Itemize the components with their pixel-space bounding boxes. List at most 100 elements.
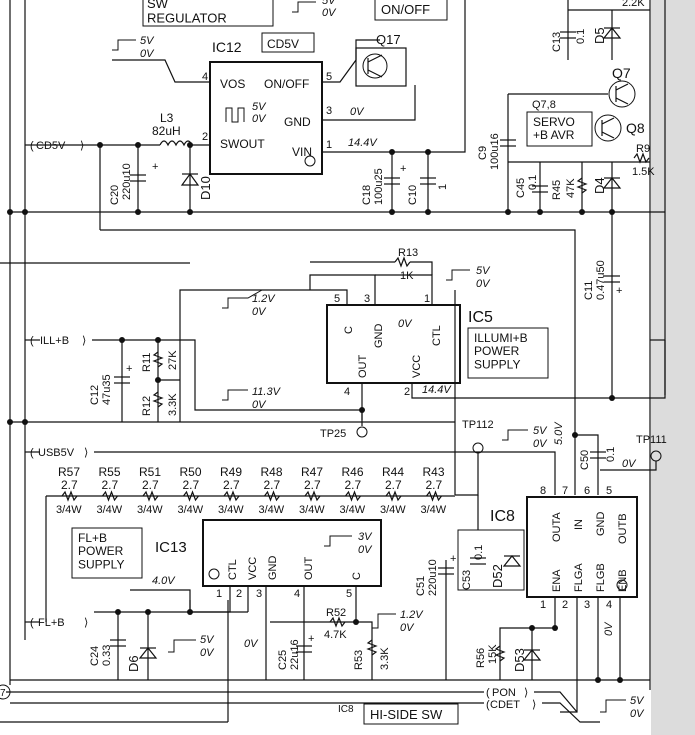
cd5v-connector: ( CD5V ⟩	[25, 140, 84, 152]
d10-ref: D10	[198, 176, 213, 200]
c51-value: 220u10	[427, 559, 439, 596]
tp25-label: TP25	[320, 428, 346, 440]
hi-side-sw-label: IC8 HI-SIDE SW	[338, 703, 459, 725]
r-top-value: 2.2K	[622, 0, 645, 9]
ic12-pin2-num: 2	[202, 131, 208, 143]
r53-resistor: R53 3.3K	[353, 639, 391, 670]
ic13-ctl-high-voltage: 5V	[200, 634, 215, 646]
svg-text:+: +	[126, 363, 132, 375]
d4-diode: D4	[592, 162, 622, 212]
on-off-label: ON/OFF	[374, 0, 448, 21]
margin-band	[651, 0, 695, 735]
cd5v-tag-text: CD5V	[267, 37, 299, 51]
svg-text:(: (	[30, 447, 34, 459]
d4-ref: D4	[592, 177, 607, 194]
vos-low-voltage: 0V	[140, 48, 155, 60]
resistor-value: 2.7	[61, 478, 78, 492]
c45-value: 0.1	[527, 175, 539, 190]
r12-value: 3.3K	[167, 393, 179, 416]
svg-text:(: (	[30, 335, 34, 347]
resistor-rating: 3/4W	[56, 504, 82, 516]
r56-resistor: R56 15K	[475, 644, 506, 668]
c25-value: 22u16	[289, 639, 301, 670]
ic12-pin1-num: 1	[326, 139, 332, 151]
r53-value: 3.3K	[379, 647, 391, 670]
resistor-ref: R48	[261, 465, 283, 479]
ic12-pin-onoff: ON/OFF	[264, 77, 309, 91]
ic5-pin-vcc: VCC	[411, 355, 423, 378]
resistor-rating: 3/4W	[299, 504, 325, 516]
cdet-connector: ( CDET ⟩	[10, 699, 600, 723]
ic5-ctl-low-voltage: 0V	[476, 278, 491, 290]
swout-low-voltage: 0V	[252, 113, 267, 125]
c25-capacitor: + C25 22u16	[277, 633, 314, 670]
ic12-pin-gnd: GND	[284, 115, 311, 129]
ic5-wiring: 14.4V	[179, 212, 666, 495]
ill-b-connector: ( ILL+B ⟩	[25, 335, 362, 422]
c18-capacitor: + C18 100u25	[361, 149, 406, 212]
ic8-pin3-num: 3	[584, 599, 590, 611]
resistor-value: 2.7	[345, 478, 362, 492]
ic5-pin-gnd: GND	[373, 324, 385, 349]
c13-value: 0.1	[575, 29, 587, 44]
c9-ref: C9	[477, 146, 489, 160]
ic13-pin3-num: 3	[256, 588, 262, 600]
ic8-enb-voltage: 0V	[603, 621, 615, 636]
r13-ref: R13	[398, 247, 418, 259]
tp111-label: TP111	[636, 434, 667, 446]
cdet-connector-text: CDET	[490, 699, 520, 711]
ic12: IC12 VOS ON/OFF GND SWOUT VIN 4 5 3 2 1 …	[202, 39, 332, 175]
ic8-pin7-num: 7	[562, 485, 568, 497]
ic13-pin4-num: 4	[294, 588, 300, 600]
r45-value: 47K	[565, 178, 577, 198]
connector-7-text: 7	[0, 688, 6, 699]
r13-resistor: R13 1K	[310, 247, 433, 282]
resistor-value: 2.7	[304, 478, 321, 492]
r45-ref: R45	[551, 180, 563, 200]
swout-high-voltage: 5V	[252, 101, 267, 113]
resistor-value: 2.7	[183, 478, 200, 492]
c12-capacitor: + C12 47u35	[89, 363, 132, 405]
d53-ref: D53	[512, 648, 527, 672]
q17-ref: Q17	[376, 32, 401, 47]
top-low-voltage: 0V	[322, 7, 337, 19]
ic8-pin-flgb: FLGB	[595, 563, 607, 592]
ic13-pin-gnd: GND	[267, 556, 279, 581]
c50-ref: C50	[579, 450, 591, 470]
ic13-wiring: 4.0V 3V 0V	[130, 531, 373, 680]
ic8-pin-enb: ENB	[617, 569, 629, 592]
ic5-vcc-voltage: 14.4V	[422, 384, 452, 396]
c12-value: 47u35	[101, 374, 113, 405]
ic8-pin1-num: 1	[540, 599, 546, 611]
r56-ref: R56	[475, 648, 487, 668]
c53-capacitor: C53 0.1	[457, 495, 525, 591]
ic5-c-high-voltage: 1.2V	[252, 293, 276, 305]
ic5-out-high-voltage: 11.3V	[252, 386, 282, 398]
c53-value: 0.1	[473, 545, 485, 560]
resistor-rating: 3/4W	[97, 504, 123, 516]
q7-ref: Q7	[612, 65, 631, 81]
ic13-pin-out: OUT	[303, 557, 315, 581]
svg-text:⟩: ⟩	[82, 335, 86, 347]
resistor-value: 2.7	[426, 478, 443, 492]
ic12-pin-swout: SWOUT	[220, 137, 265, 151]
r9-value: 1.5K	[632, 166, 655, 178]
svg-text:⟩: ⟩	[84, 447, 88, 459]
ic8: IC8 OUTA IN GND OUTB ENA FLGA FLGB ENB 8…	[490, 485, 638, 636]
r9-resistor: R9 1.5K	[632, 143, 655, 178]
ic13: IC13 CTL VCC GND OUT C 1 2 3 4 5	[155, 519, 382, 600]
r52-ref: R52	[326, 607, 346, 619]
c13-capacitor: C13 0.1	[551, 0, 587, 60]
resistor-rating: 3/4W	[137, 504, 163, 516]
l3-value: 82uH	[152, 124, 181, 138]
resistor-rating: 3/4W	[340, 504, 366, 516]
cd5v-connector-text: CD5V	[36, 140, 66, 152]
ic13-pin1-num: 1	[216, 588, 222, 600]
ic13-name: IC13	[155, 539, 187, 556]
